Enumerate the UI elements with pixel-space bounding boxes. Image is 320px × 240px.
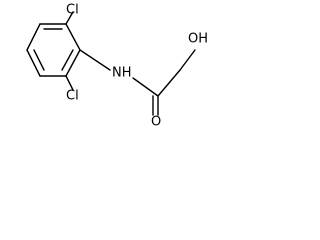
bond-n-to-carbonyl: [132, 77, 159, 97]
atom-label-cl-top: Cl: [66, 3, 79, 18]
bond-ch2-to-oh: [179, 49, 196, 71]
bond-to-cl-top: [65, 11, 74, 25]
atom-label-carbonyl-o: O: [151, 115, 161, 130]
bond-to-cl-bottom: [65, 75, 74, 91]
structure-diagram: Cl Cl NH O OH: [26, 3, 208, 130]
bond-ring-to-n: [79, 49, 111, 71]
benzene-ring: [26, 23, 81, 77]
atom-label-nh: NH: [112, 66, 132, 81]
bond-carbonyl-to-ch2: [157, 69, 181, 97]
atom-label-hydroxyl: OH: [188, 32, 208, 47]
atom-label-cl-bottom: Cl: [66, 89, 79, 104]
